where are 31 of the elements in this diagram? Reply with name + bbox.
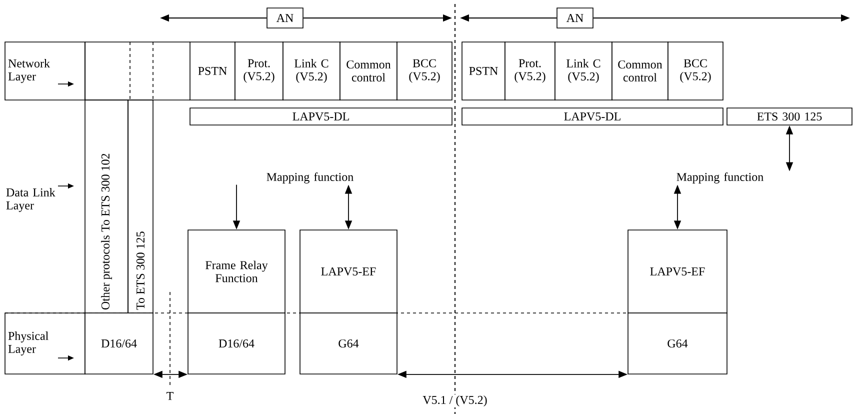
protocol-bar: LAPV5-DL — [190, 108, 452, 126]
protocol-box: Link C (V5.2) — [554, 42, 612, 100]
protocol-box: Common control — [340, 42, 398, 100]
interface-label: T — [165, 391, 175, 401]
protocol-box: Common control — [612, 42, 668, 100]
function-label: Mapping function — [266, 172, 354, 184]
function-box: LAPV5-EF — [300, 230, 398, 314]
function-box: LAPV5-EF — [628, 230, 728, 314]
protocol-box: PSTN — [190, 42, 236, 100]
protocol-box: BCC (V5.2) — [668, 42, 724, 100]
protocol-column: Other protocols To ETS 300 102 — [84, 100, 128, 314]
physical-box: G64 — [628, 312, 728, 374]
interface-label: V5.1 / (V5.2) — [422, 394, 488, 408]
label-box: AN — [556, 8, 594, 28]
function-label: Mapping function — [676, 172, 764, 184]
physical-box: D16/64 — [188, 312, 286, 374]
protocol-box: Link C (V5.2) — [282, 42, 340, 100]
physical-box: D16/64 — [84, 312, 154, 374]
function-box: Frame Relay Function — [188, 230, 286, 314]
protocol-box: Prot. (V5.2) — [504, 42, 556, 100]
layer-label: Network Layer — [8, 59, 50, 83]
protocol-bar: LAPV5-DL — [462, 108, 724, 126]
physical-box: G64 — [300, 312, 398, 374]
protocol-box: PSTN — [462, 42, 506, 100]
layer-label: Physical Layer — [8, 332, 48, 356]
protocol-column: To ETS 300 125 — [128, 100, 154, 314]
layer-label: Data Link Layer — [6, 188, 56, 212]
protocol-box: Prot. (V5.2) — [234, 42, 284, 100]
label-box: AN — [266, 8, 304, 28]
protocol-bar: ETS 300 125 — [726, 108, 852, 126]
protocol-box: BCC (V5.2) — [396, 42, 452, 100]
